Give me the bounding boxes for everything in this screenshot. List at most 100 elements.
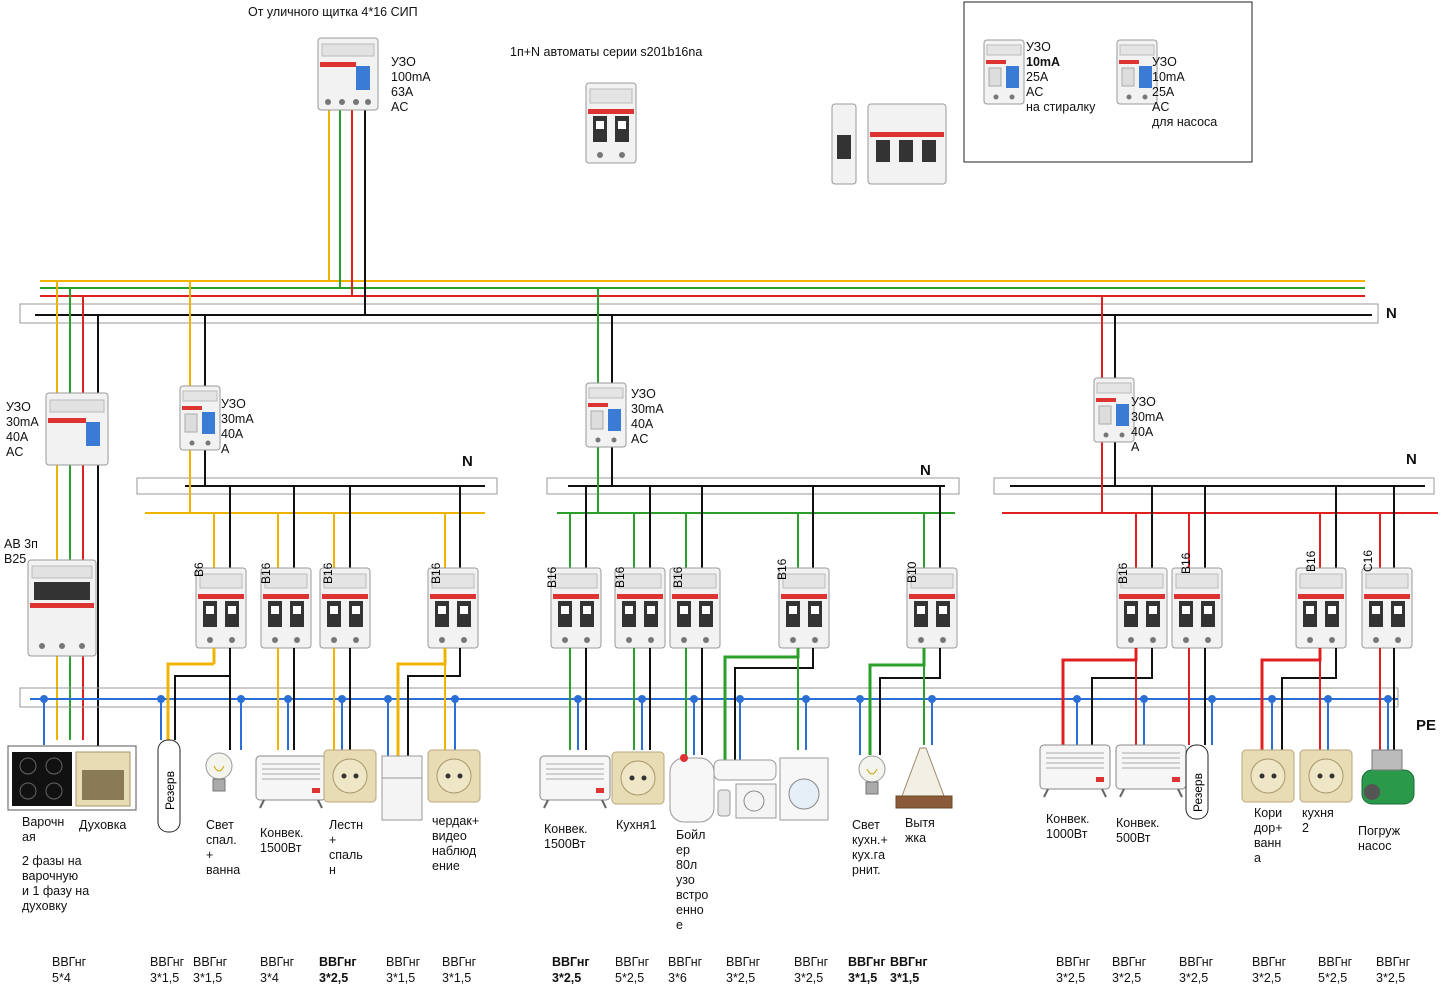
hob-and-oven <box>7 745 137 811</box>
breaker-rating-label: B16 <box>429 562 443 584</box>
rcd-washer <box>983 39 1025 105</box>
washing-machine-icon <box>779 757 829 821</box>
fridge-icon <box>381 755 423 821</box>
air-conditioner-icon <box>713 759 777 819</box>
breaker-rating-label: B16 <box>613 566 627 588</box>
breaker-rating-label: B6 <box>192 562 206 577</box>
corridor-label: Кори дор+ ванн а <box>1254 806 1283 865</box>
reserve-label: Резерв <box>1191 773 1205 812</box>
stairs-label: Лестн + спаль н <box>329 818 364 877</box>
left-note: 2 фазы на варочную и 1 фазу на духовку <box>22 854 90 913</box>
reserve-box-1 <box>157 739 181 833</box>
hood-label: Вытя жка <box>905 816 935 845</box>
pe-bus <box>19 687 1399 708</box>
kitchen-light-label: Свет кухн.+ кух.гa рнит. <box>852 818 888 877</box>
group2-breakers <box>550 486 958 760</box>
feed-text: От уличного щитка 4*16 СИП <box>248 5 418 19</box>
breaker-rating-label: B16 <box>321 562 335 584</box>
light-bulb-icon <box>205 752 233 792</box>
kitchen1-label: Кухня1 <box>616 818 657 832</box>
breaker-series-text: 1п+N автоматы серии s201b16na <box>510 45 703 59</box>
convector-label: Конвек. 1500Вт <box>260 826 304 855</box>
convector-icon <box>539 755 611 809</box>
n-bus-label: N <box>1386 305 1397 322</box>
convector-icon <box>1115 744 1187 798</box>
convector-icon <box>255 755 327 809</box>
breaker-rating-label: B16 <box>1304 550 1318 572</box>
group3-rcd <box>1093 377 1135 443</box>
socket-icon <box>611 751 665 805</box>
convector-500-label: Конвек. 500Вт <box>1116 816 1160 845</box>
reserve-label: Резерв <box>163 771 177 810</box>
boiler-label: Бойл ер 80л узо встро енно е <box>676 828 709 932</box>
reserve-box-2 <box>1185 744 1209 820</box>
stove-label: Варочн ая <box>22 815 65 844</box>
group1-breakers <box>166 486 479 760</box>
neutral-bus-group1 <box>136 477 498 495</box>
breaker-rating-label: B10 <box>905 561 919 583</box>
breaker-rating-label: B16 <box>775 558 789 580</box>
convector-1000-label: Конвек. 1000Вт <box>1046 812 1090 841</box>
breaker-rating-label: B16 <box>1179 552 1193 574</box>
attic-label: чердак+ видео наблюд ение <box>432 814 480 873</box>
pump-label: Погруж насос <box>1358 824 1401 853</box>
neutral-bus-group2 <box>546 477 960 495</box>
light-bedroom-label: Свет спал. + ванна <box>206 818 241 877</box>
breaker-rating-label: B16 <box>545 566 559 588</box>
group3-breakers <box>1061 486 1413 750</box>
rcd-pump <box>1116 39 1158 105</box>
pump-icon <box>1361 749 1415 805</box>
breaker-rating-label: B16 <box>671 566 685 588</box>
kitchen2-label: кухня 2 <box>1302 806 1334 835</box>
sample-breaker-3p <box>867 103 947 185</box>
neutral-bus-main <box>19 303 1379 324</box>
socket-icon <box>427 749 481 803</box>
light-bulb-icon <box>858 755 886 795</box>
left-breaker-3p <box>27 559 97 657</box>
sample-breaker-1p-n <box>585 82 637 164</box>
sample-breaker-1p <box>831 103 857 185</box>
n-bus-label: N <box>462 453 473 470</box>
socket-icon <box>1299 749 1353 803</box>
socket-icon <box>323 749 377 803</box>
main-rcd <box>317 37 379 111</box>
pe-bus-label: PE <box>1416 717 1437 734</box>
boiler-icon <box>669 754 715 823</box>
breaker-rating-label: B16 <box>1116 562 1130 584</box>
n-bus-label: N <box>1406 451 1417 468</box>
convector-icon <box>1039 744 1111 798</box>
group2-rcd <box>585 382 627 448</box>
left-rcd <box>45 392 109 466</box>
convector-label: Конвек. 1500Вт <box>544 822 588 851</box>
neutral-bus-group3 <box>993 477 1435 495</box>
n-bus-label: N <box>920 462 931 479</box>
